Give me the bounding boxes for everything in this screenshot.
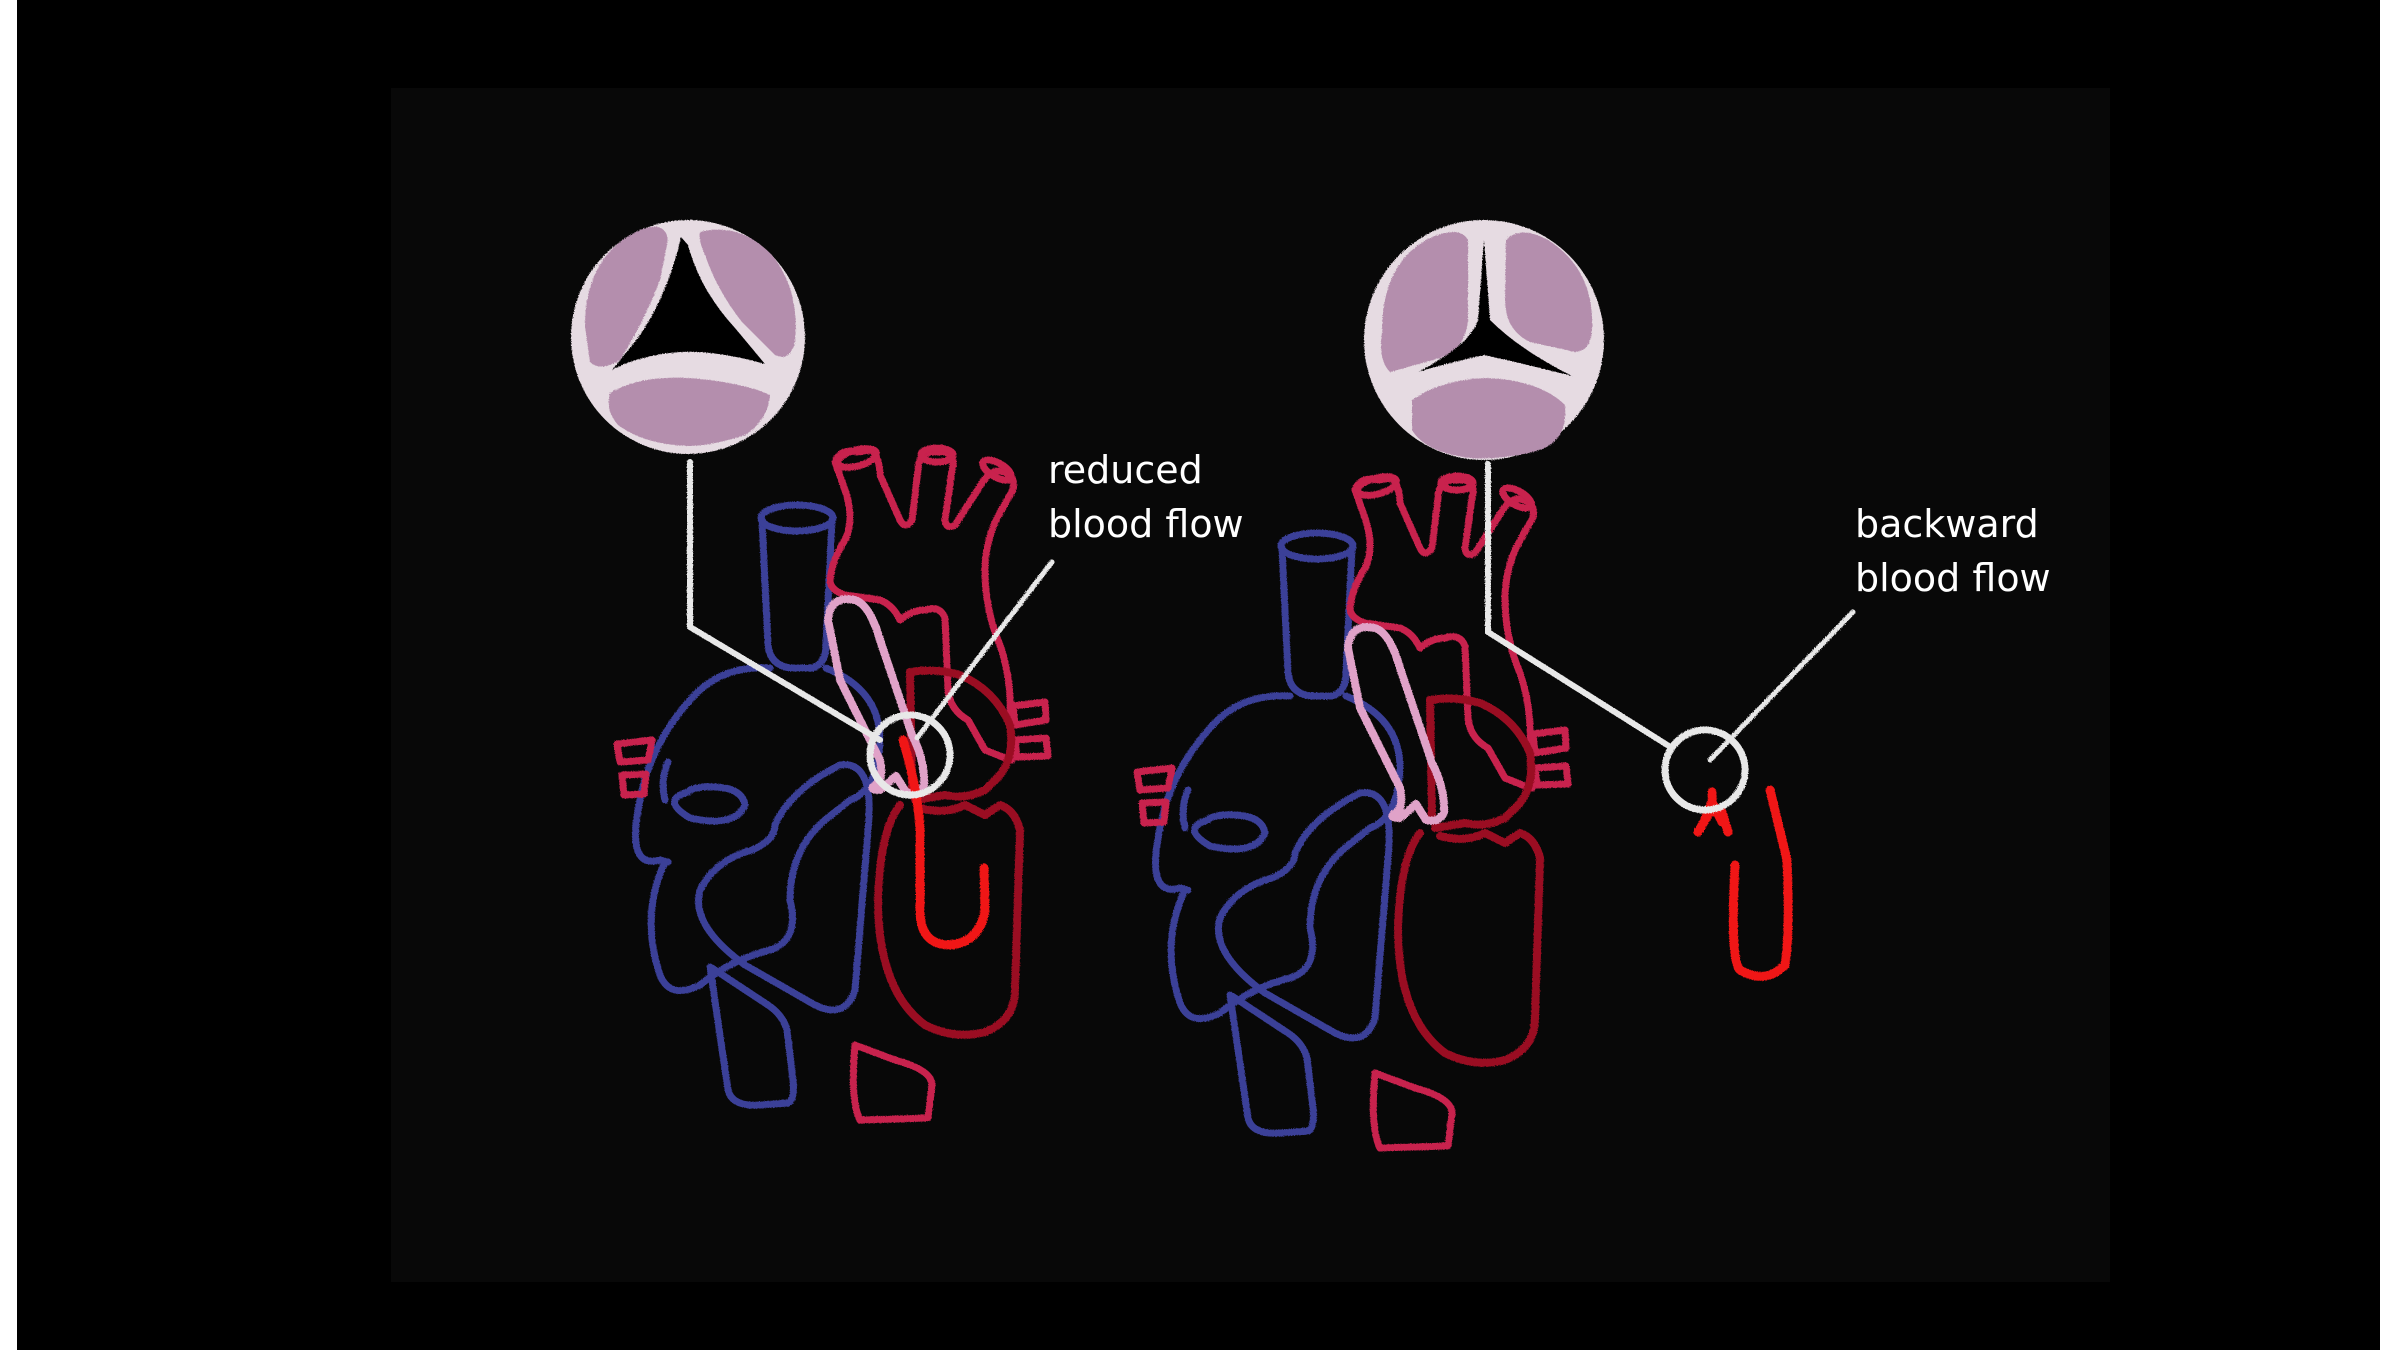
- stenosis-label-line-2: blood flow: [1048, 502, 1244, 546]
- regurgitation-label-line-1: backward: [1855, 502, 2039, 546]
- stenosis-label-line-1: reduced: [1048, 448, 1203, 492]
- regurgitation-label: backward blood flow: [1855, 497, 2051, 605]
- stenosis-heart: [617, 445, 1048, 1120]
- stenosis-label: reduced blood flow: [1048, 443, 1244, 551]
- stenotic-valve-icon: [571, 220, 805, 454]
- regurgitation-label-line-2: blood flow: [1855, 556, 2051, 600]
- regurgitant-valve-icon: [1364, 220, 1604, 460]
- stenosis-pointers: [687, 459, 1055, 799]
- regurgitation-pointers: [1485, 461, 1856, 814]
